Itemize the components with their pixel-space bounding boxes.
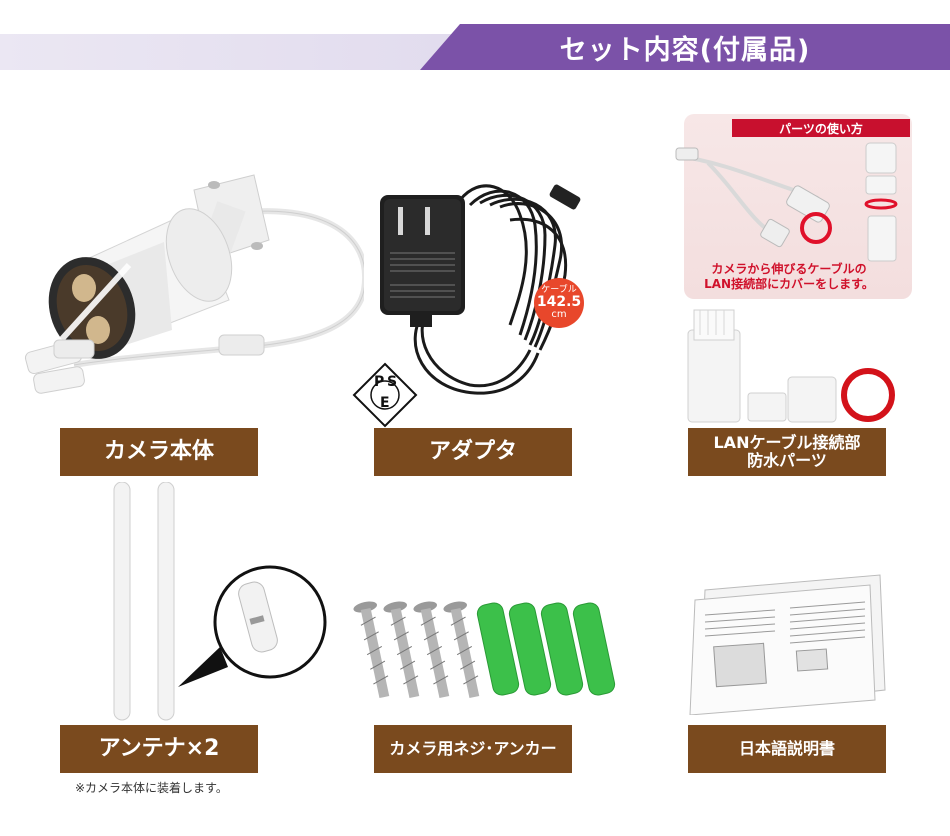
antenna-note: ※カメラ本体に装着します。 — [75, 781, 228, 795]
adapter-image — [380, 184, 581, 395]
label-waterproof-parts-line1: LANケーブル接続部 — [713, 432, 861, 452]
cable-length-label: ケーブル — [541, 284, 577, 295]
parts-guide-caption-line1: カメラから伸びるケーブルの — [711, 262, 867, 276]
parts-guide-caption-line2: LAN接続部にカバーをします。 — [704, 277, 874, 291]
page-title: セット内容(付属品) — [559, 34, 811, 66]
pse-mark-icon: P S E — [352, 362, 418, 428]
label-waterproof-parts-line2: 防水パーツ — [747, 451, 827, 470]
pse-letter-e: E — [380, 395, 390, 411]
pse-letter-s: S — [387, 374, 398, 390]
pse-letter-p: P — [374, 374, 385, 390]
waterproof-parts-image — [687, 309, 895, 423]
label-waterproof-parts: LANケーブル接続部 防水パーツ — [688, 428, 886, 476]
cable-length-unit: cm — [551, 308, 567, 320]
antenna-image — [113, 482, 327, 721]
label-screws-anchors: カメラ用ネジ･アンカー — [374, 725, 572, 773]
label-screws-anchors-text: カメラ用ネジ･アンカー — [389, 738, 557, 758]
label-antenna-text: アンテナ×2 — [98, 736, 220, 762]
label-antenna: アンテナ×2 — [60, 725, 258, 773]
label-camera-body: カメラ本体 — [60, 428, 258, 476]
label-manual: 日本語説明書 — [688, 725, 886, 773]
parts-guide-title: パーツの使い方 — [732, 119, 910, 137]
parts-guide-caption: カメラから伸びるケーブルの LAN接続部にカバーをします。 — [684, 262, 894, 292]
header-tab — [420, 24, 950, 70]
label-adapter: アダプタ — [374, 428, 572, 476]
camera-image — [24, 174, 364, 394]
manual-image — [689, 574, 886, 715]
label-camera-body-text: カメラ本体 — [103, 439, 214, 465]
cable-length-badge: ケーブル 142.5 cm — [534, 278, 584, 328]
cable-length-value: 142.5 — [536, 294, 582, 311]
parts-guide-diagram — [675, 142, 898, 262]
screws-anchors-image — [353, 601, 616, 699]
label-manual-text: 日本語説明書 — [738, 738, 835, 758]
label-adapter-text: アダプタ — [428, 439, 517, 465]
